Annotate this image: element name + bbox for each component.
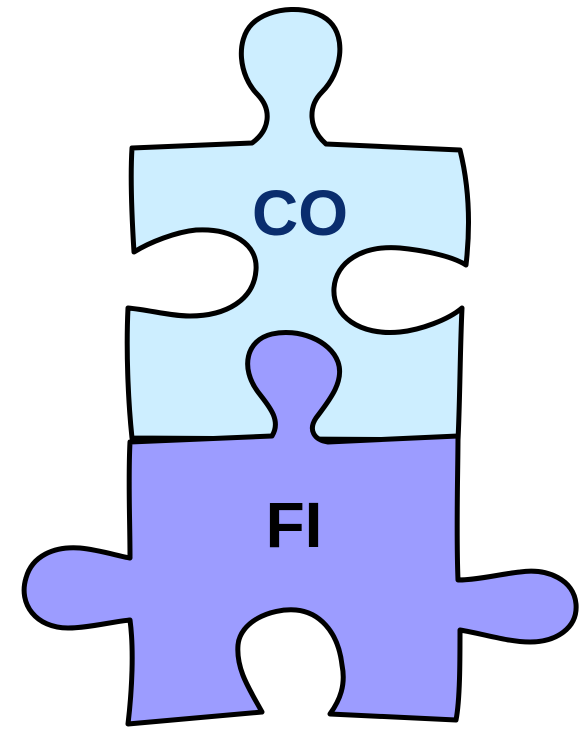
fi-puzzle-piece — [21, 329, 579, 727]
fi-label: FI — [266, 489, 323, 561]
co-puzzle-piece — [124, 7, 471, 443]
co-label: CO — [252, 177, 348, 249]
